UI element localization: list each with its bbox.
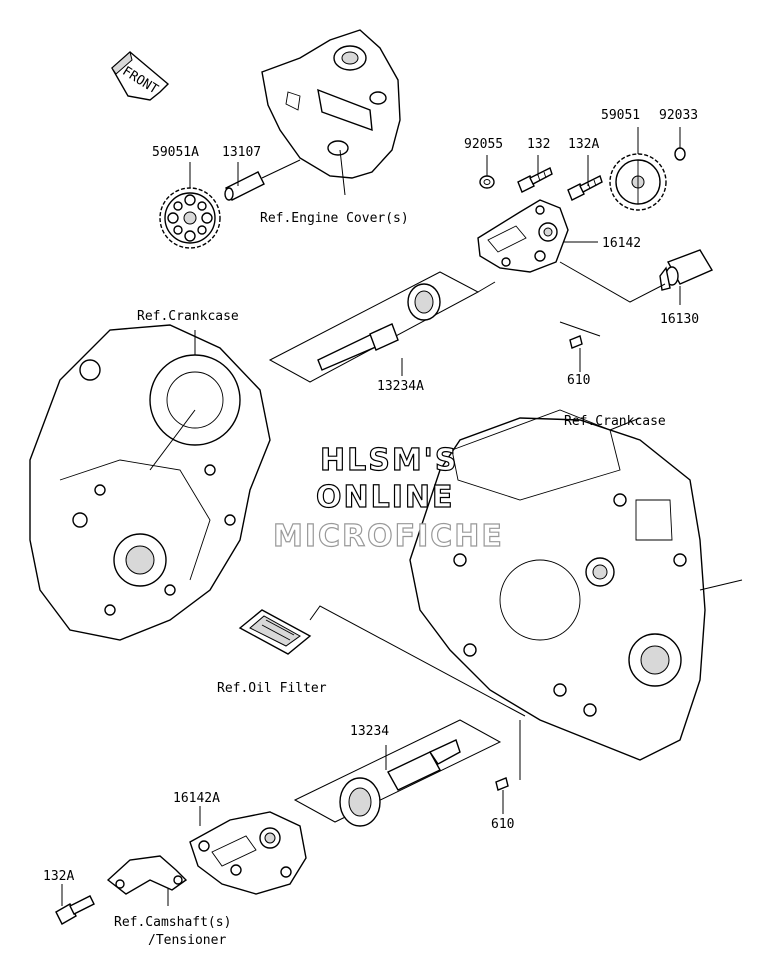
label-610-bottom: 610 [491,817,514,832]
label-ref-oil-filter: Ref.Oil Filter [217,681,327,696]
label-610-top: 610 [567,373,590,388]
clip-92033-icon [674,147,686,161]
right-crankcase-drawing [409,409,743,761]
pump-cover-16142-drawing [477,199,569,273]
label-13234: 13234 [350,724,389,739]
label-92033: 92033 [659,108,698,123]
label-16142a: 16142A [173,791,220,806]
label-13107: 13107 [222,145,261,160]
camshaft-tensioner-plate-drawing [106,855,188,895]
label-132: 132 [527,137,550,152]
label-ref-engine-cover: Ref.Engine Cover(s) [260,211,409,226]
watermark-line-3: MICROFICHE [273,519,504,554]
watermark-line-1: HLSM'S [320,443,458,478]
label-ref-camshaft-line-2: /Tensioner [148,933,226,948]
shaft-13234a-drawing [268,271,496,383]
pin-13107-icon [224,159,301,201]
valve-16130-icon [659,249,714,291]
shaft-13234-drawing [293,719,521,827]
washer-92055-icon [479,175,495,189]
pin-610-bottom-icon [495,777,509,791]
pump-cover-16142a-drawing [189,811,307,895]
pin-610-top-icon [569,335,583,349]
label-16142: 16142 [602,236,641,251]
engine-cover-drawing [261,29,401,196]
label-59051: 59051 [601,108,640,123]
leader-lines [61,127,681,906]
label-92055: 92055 [464,137,503,152]
gear-59051a-icon [159,187,221,249]
label-ref-crankcase-left: Ref.Crankcase [137,309,239,324]
front-arrow-icon: FRONT [111,51,170,101]
label-ref-camshaft-line-1: Ref.Camshaft(s) [114,915,231,930]
bolt-132a-bottom-icon [55,895,95,925]
label-ref-crankcase-right: Ref.Crankcase [564,414,666,429]
part-labels: 59051A 13107 Ref.Engine Cover(s) 92055 1… [43,108,699,948]
watermark-line-2: ONLINE [316,480,455,515]
label-132a-top: 132A [568,137,599,152]
label-59051a: 59051A [152,145,199,160]
bolt-132-icon [517,167,553,193]
label-13234a: 13234A [377,379,424,394]
label-16130: 16130 [660,312,699,327]
gear-59051-icon [609,153,667,211]
left-crankcase-drawing [29,324,271,641]
watermark: HLSM'S ONLINE MICROFICHE [272,442,504,554]
label-132a-bottom: 132A [43,869,74,884]
oil-filter-icon [238,609,312,655]
bolt-132a-top-icon [567,175,603,201]
